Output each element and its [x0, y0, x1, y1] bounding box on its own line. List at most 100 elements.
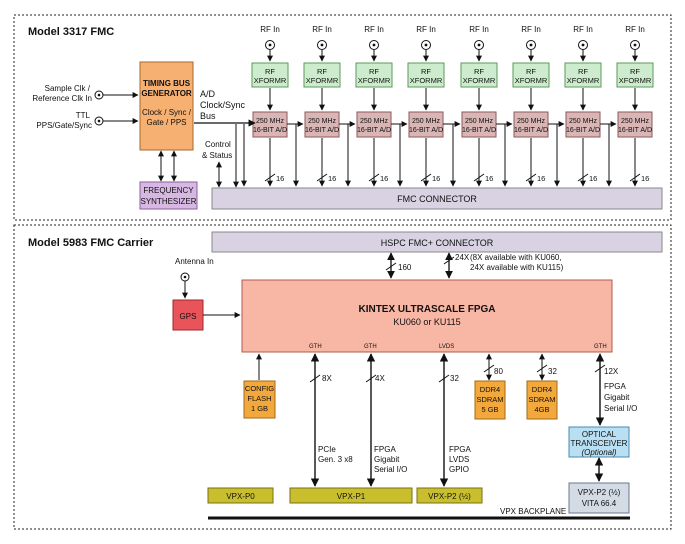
- gth-label: GTH: [364, 344, 377, 350]
- ddr4-sdram-5gb: [474, 380, 506, 420]
- vpx-p2-half: [416, 487, 483, 504]
- ddr-label: DDR4: [532, 385, 552, 394]
- adc-label: 250 MHz: [308, 118, 337, 125]
- rf-in-connector-center: [424, 43, 428, 47]
- rf-in-connector-center: [268, 43, 272, 47]
- gth-label: GTH: [309, 344, 322, 350]
- rf-xformr: [355, 62, 393, 88]
- adc-label: 250 MHz: [412, 118, 441, 125]
- freq-label: FREQUENCY: [143, 186, 194, 195]
- fgsio-label: Gigabit: [374, 455, 400, 464]
- ad-bus-label: A/D: [200, 89, 216, 99]
- ddr-label: 5 GB: [481, 405, 498, 414]
- timing-bus-generator: [139, 61, 194, 151]
- adc-label: 16-BIT A/D: [305, 127, 339, 134]
- bus-32-ddr: 32: [548, 367, 557, 376]
- vpx-p1: [289, 487, 413, 504]
- lvds-gpio-label: FPGA: [449, 445, 471, 454]
- freq-label: SYNTHESIZER: [140, 197, 196, 206]
- xformr-label: RF: [630, 67, 640, 76]
- timing-label: Clock / Sync /: [142, 108, 192, 117]
- carrier-title: Model 5983 FMC Carrier: [28, 237, 154, 249]
- rf-xformr: [407, 62, 445, 88]
- vpx-p1-label: VPX-P1: [337, 492, 366, 501]
- adc-16bit: [356, 111, 392, 138]
- timing-label: TIMING BUS: [143, 79, 191, 88]
- vpx-p0: [207, 487, 274, 504]
- control-label: & Status: [202, 151, 232, 160]
- xformr-label: RF: [474, 67, 484, 76]
- gth-note: 24X available with KU115): [470, 263, 564, 272]
- xformr-label: XFORMR: [619, 76, 652, 85]
- lvds-gpio-label: GPIO: [449, 465, 469, 474]
- pcie-label: PCIe: [318, 445, 336, 454]
- adc-label: 250 MHz: [256, 118, 285, 125]
- rf-in-connector-center: [581, 43, 585, 47]
- ddr-label: DDR4: [480, 385, 500, 394]
- rf-in-connector-center: [633, 43, 637, 47]
- adc-label: 250 MHz: [569, 118, 598, 125]
- vpx-p2-vita-66-4: [568, 482, 630, 514]
- adc-16bit: [617, 111, 653, 138]
- lvds-gpio-label: LVDS: [449, 455, 469, 464]
- adc-label: 250 MHz: [621, 118, 650, 125]
- adc-label: 250 MHz: [517, 118, 546, 125]
- bus-slash: [264, 173, 276, 182]
- pcie-label: Gen. 3 x8: [318, 455, 353, 464]
- bus-4x: 4X: [375, 374, 385, 383]
- rf-in-label: RF In: [416, 25, 436, 34]
- bus-width-16: 16: [276, 174, 284, 183]
- fgsio-label: Serial I/O: [374, 465, 407, 474]
- adc-label: 250 MHz: [465, 118, 494, 125]
- ad-bus-label: Bus: [200, 111, 216, 121]
- bus-80: 80: [494, 367, 503, 376]
- bus-width-16: 16: [641, 174, 649, 183]
- bus-slash: [316, 173, 328, 182]
- adc-label: 16-BIT A/D: [253, 127, 287, 134]
- fpga-title: KINTEX ULTRASCALE FPGA: [358, 304, 495, 315]
- vpx-p2a-label: VPX-P2 (½): [428, 492, 471, 501]
- bus-slash: [525, 173, 537, 182]
- gps-label: GPS: [180, 312, 197, 321]
- bus-slash: [473, 173, 485, 182]
- rf-xformr: [564, 62, 602, 88]
- bus-width-16: 16: [328, 174, 336, 183]
- xformr-label: XFORMR: [463, 76, 496, 85]
- bus-width-16: 16: [485, 174, 493, 183]
- optical-label: TRANSCEIVER: [571, 439, 628, 448]
- carrier-section-border: [13, 224, 672, 530]
- optical-label: (Optional): [581, 448, 616, 457]
- fmc-title: Model 3317 FMC: [28, 26, 114, 38]
- bus-width-16: 16: [380, 174, 388, 183]
- rf-in-connector-center: [477, 43, 481, 47]
- sample-clk-label: Reference Clk In: [32, 94, 92, 103]
- ddr-label: SDRAM: [476, 395, 503, 404]
- adc-16bit: [513, 111, 549, 138]
- rf-in-label: RF In: [521, 25, 541, 34]
- timing-label: Gate / PPS: [146, 118, 186, 127]
- rf-in-label: RF In: [573, 25, 593, 34]
- bus-width-16: 16: [432, 174, 440, 183]
- bus-slash: [420, 173, 432, 182]
- rf-xformr: [616, 62, 654, 88]
- adc-label: 16-BIT A/D: [357, 127, 391, 134]
- rf-in-label: RF In: [625, 25, 645, 34]
- rf-xformr: [512, 62, 550, 88]
- bus-8x: 8X: [322, 374, 332, 383]
- config-label: CONFIG: [245, 384, 274, 393]
- adc-16bit: [461, 111, 497, 138]
- ddr4-sdram-4gb: [526, 380, 558, 420]
- bus-width-16: 16: [589, 174, 597, 183]
- control-label: Control: [205, 140, 231, 149]
- xformr-label: RF: [317, 67, 327, 76]
- rf-in-connector-center: [320, 43, 324, 47]
- fmc-connector-label: FMC CONNECTOR: [397, 194, 477, 204]
- ddr-label: 4GB: [534, 405, 549, 414]
- rf-xformr: [251, 62, 289, 88]
- xformr-label: XFORMR: [410, 76, 443, 85]
- kintex-fpga: [241, 279, 613, 353]
- ad-bus-label: Clock/Sync: [200, 100, 246, 110]
- config-flash: [243, 380, 276, 419]
- adc-label: 250 MHz: [360, 118, 389, 125]
